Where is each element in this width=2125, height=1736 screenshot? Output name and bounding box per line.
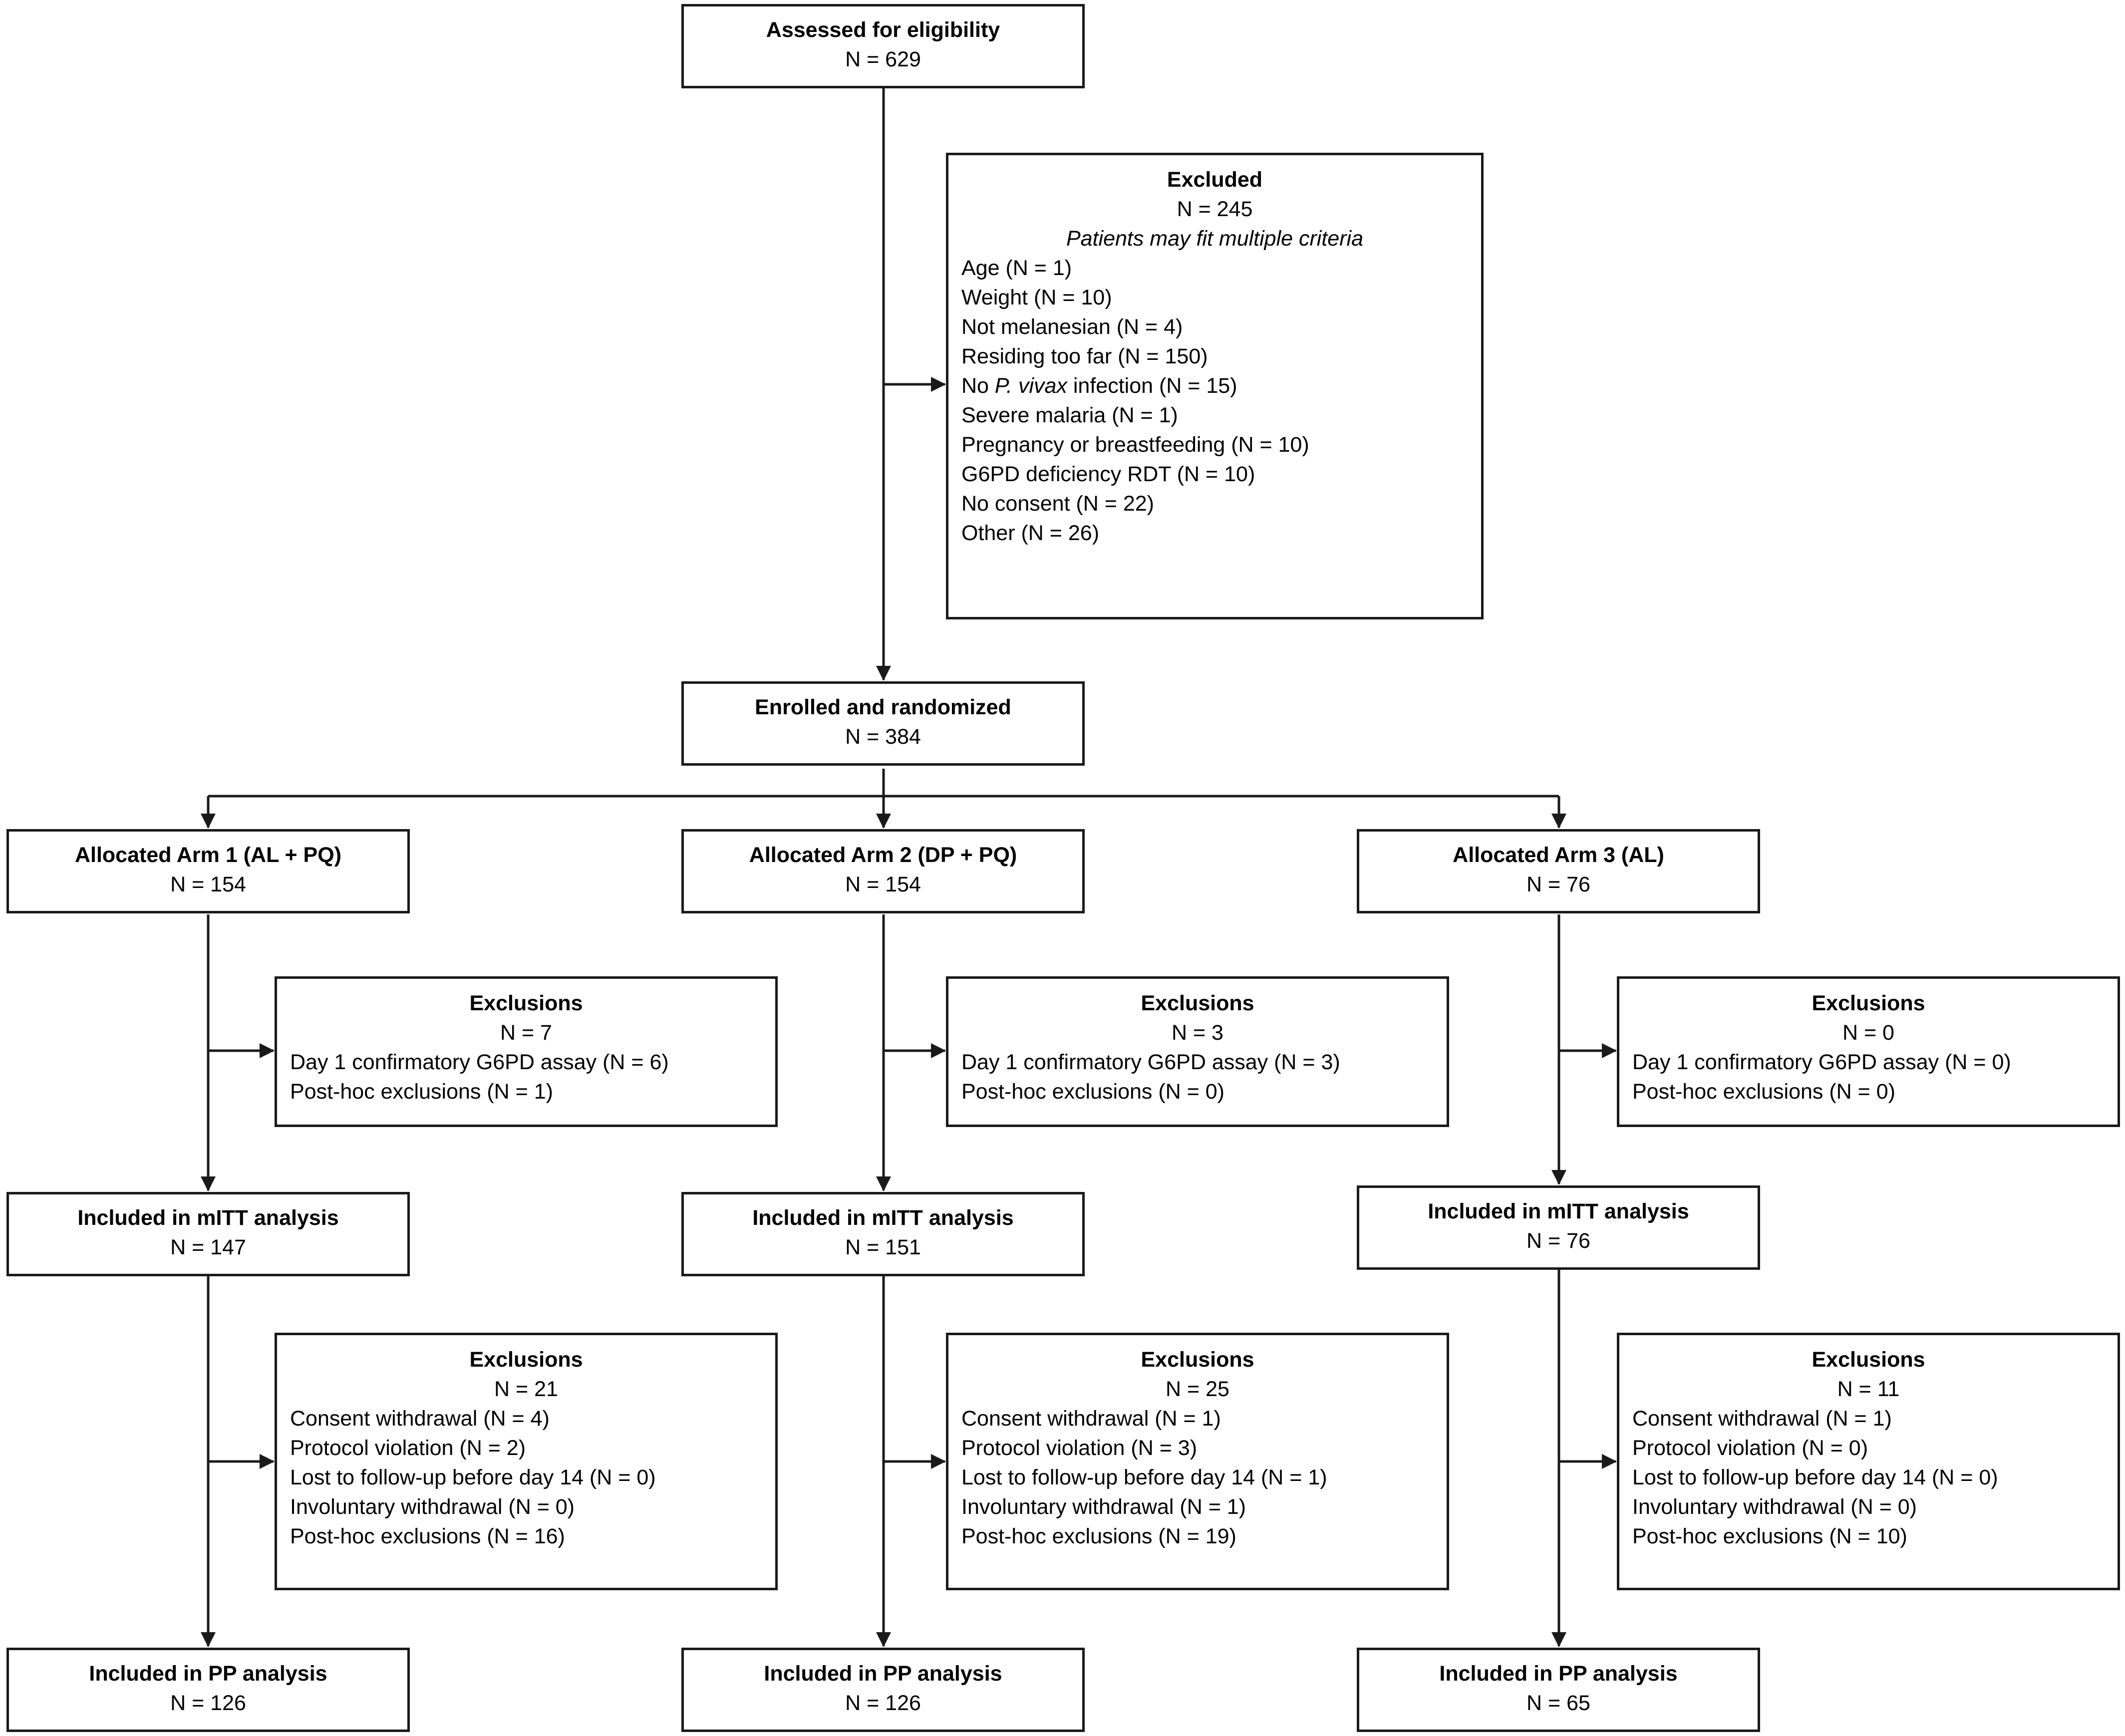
arm3-exclusions2-item: Protocol violation (N = 0) [1632, 1436, 1868, 1460]
arm2-exclusions1-title: Exclusions [1141, 991, 1254, 1015]
arm3-exclusions1-count: N = 0 [1842, 1021, 1894, 1045]
arm2-pp-title: Included in PP analysis [764, 1662, 1002, 1686]
arm3-exclusions1-item: Day 1 confirmatory G6PD assay (N = 0) [1632, 1050, 2011, 1074]
arm1-exclusions1-item: Post-hoc exclusions (N = 1) [290, 1080, 553, 1104]
arm3-exclusions2-count: N = 11 [1837, 1377, 1900, 1401]
arm2-exclusions2-box: Exclusions N = 25 Consent withdrawal (N … [946, 1333, 1449, 1590]
excluded-item: Weight (N = 10) [961, 286, 1112, 309]
arm2-allocated-title: Allocated Arm 2 (DP + PQ) [749, 843, 1017, 867]
arm2-mitt-box: Included in mITT analysis N = 151 [681, 1192, 1085, 1276]
arm2-exclusions2-item: Protocol violation (N = 3) [961, 1436, 1198, 1460]
excluded-item-suffix: infection (N = 15) [1067, 374, 1237, 398]
enrolled-title: Enrolled and randomized [755, 695, 1011, 719]
arm2-exclusions2-count: N = 25 [1166, 1377, 1229, 1401]
arm1-exclusions2-item: Post-hoc exclusions (N = 16) [290, 1524, 565, 1548]
arm2-exclusions2-item: Post-hoc exclusions (N = 19) [961, 1524, 1236, 1548]
arm3-pp-title: Included in PP analysis [1439, 1662, 1678, 1686]
arm1-mitt-title: Included in mITT analysis [77, 1206, 339, 1230]
excluded-item-prefix: No [961, 374, 995, 398]
arm1-exclusions2-item: Consent withdrawal (N = 4) [290, 1407, 550, 1431]
arm3-exclusions1-item: Post-hoc exclusions (N = 0) [1632, 1080, 1895, 1104]
assessed-title: Assessed for eligibility [766, 18, 1000, 42]
arm2-exclusions2-title: Exclusions [1141, 1348, 1254, 1372]
arm2-exclusions2-item: Lost to follow-up before day 14 (N = 1) [961, 1465, 1327, 1489]
arm2-exclusions2-item: Consent withdrawal (N = 1) [961, 1407, 1221, 1431]
arm3-exclusions2-item: Involuntary withdrawal (N = 0) [1632, 1495, 1917, 1519]
excluded-item: Age (N = 1) [961, 256, 1072, 280]
arm2-exclusions1-item: Day 1 confirmatory G6PD assay (N = 3) [961, 1050, 1340, 1074]
arm3-allocated-title: Allocated Arm 3 (AL) [1453, 843, 1664, 867]
arm1-allocated-count: N = 154 [170, 872, 246, 896]
arm3-mitt-box: Included in mITT analysis N = 76 [1357, 1185, 1760, 1270]
excluded-item: Severe malaria (N = 1) [961, 403, 1178, 427]
arm3-allocated-count: N = 76 [1526, 872, 1590, 896]
arm1-allocated-box: Allocated Arm 1 (AL + PQ) N = 154 [6, 829, 410, 913]
enrolled-box: Enrolled and randomized N = 384 [681, 681, 1085, 766]
arm2-pp-box: Included in PP analysis N = 126 [681, 1648, 1085, 1732]
enrolled-count: N = 384 [845, 725, 921, 749]
excluded-item: G6PD deficiency RDT (N = 10) [961, 462, 1255, 486]
arm1-exclusions1-box: Exclusions N = 7 Day 1 confirmatory G6PD… [275, 976, 778, 1127]
arm1-exclusions2-title: Exclusions [469, 1348, 583, 1372]
arm3-exclusions2-item: Consent withdrawal (N = 1) [1632, 1407, 1892, 1431]
excluded-item: Other (N = 26) [961, 521, 1100, 545]
arm2-pp-count: N = 126 [845, 1691, 921, 1715]
arm2-exclusions1-count: N = 3 [1172, 1021, 1223, 1045]
arm3-exclusions1-title: Exclusions [1812, 991, 1925, 1015]
arm3-exclusions2-title: Exclusions [1812, 1348, 1925, 1372]
excluded-item: Pregnancy or breastfeeding (N = 10) [961, 433, 1309, 457]
arm3-exclusions2-item: Lost to follow-up before day 14 (N = 0) [1632, 1465, 1998, 1489]
arm1-exclusions1-title: Exclusions [469, 991, 583, 1015]
arm2-mitt-title: Included in mITT analysis [752, 1206, 1014, 1230]
excluded-note: Patients may fit multiple criteria [1066, 227, 1364, 251]
arm3-exclusions2-item: Post-hoc exclusions (N = 10) [1632, 1524, 1907, 1548]
arm3-mitt-count: N = 76 [1526, 1229, 1590, 1253]
arm3-pp-count: N = 65 [1526, 1691, 1590, 1715]
arm2-exclusions1-box: Exclusions N = 3 Day 1 confirmatory G6PD… [946, 976, 1449, 1127]
arm1-pp-count: N = 126 [170, 1691, 246, 1715]
arm2-mitt-count: N = 151 [845, 1235, 921, 1259]
arm1-pp-title: Included in PP analysis [89, 1662, 327, 1686]
arm1-pp-box: Included in PP analysis N = 126 [6, 1648, 410, 1732]
species-name: P. vivax [994, 374, 1067, 398]
arm3-exclusions2-box: Exclusions N = 11 Consent withdrawal (N … [1617, 1333, 2120, 1590]
arm1-exclusions2-item: Lost to follow-up before day 14 (N = 0) [290, 1465, 656, 1489]
arm1-exclusions2-item: Protocol violation (N = 2) [290, 1436, 526, 1460]
arm3-pp-box: Included in PP analysis N = 65 [1357, 1648, 1760, 1732]
excluded-box: Excluded N = 245 Patients may fit multip… [946, 153, 1484, 619]
excluded-count: N = 245 [1177, 197, 1253, 221]
arm2-exclusions1-item: Post-hoc exclusions (N = 0) [961, 1080, 1224, 1104]
excluded-item: Residing too far (N = 150) [961, 344, 1208, 368]
excluded-item: No consent (N = 22) [961, 492, 1154, 516]
arm1-exclusions2-item: Involuntary withdrawal (N = 0) [290, 1495, 575, 1519]
arm2-allocated-box: Allocated Arm 2 (DP + PQ) N = 154 [681, 829, 1085, 913]
excluded-item: Not melanesian (N = 4) [961, 315, 1183, 339]
arm3-allocated-box: Allocated Arm 3 (AL) N = 76 [1357, 829, 1760, 913]
excluded-title: Excluded [1167, 168, 1263, 192]
arm1-exclusions2-box: Exclusions N = 21 Consent withdrawal (N … [275, 1333, 778, 1590]
arm1-exclusions1-item: Day 1 confirmatory G6PD assay (N = 6) [290, 1050, 669, 1074]
assessed-box: Assessed for eligibility N = 629 [681, 4, 1085, 88]
arm2-exclusions2-item: Involuntary withdrawal (N = 1) [961, 1495, 1246, 1519]
arm1-exclusions1-count: N = 7 [500, 1021, 552, 1045]
excluded-item: No P. vivax infection (N = 15) [961, 371, 1481, 401]
arm1-allocated-title: Allocated Arm 1 (AL + PQ) [74, 843, 342, 867]
arm1-exclusions2-count: N = 21 [494, 1377, 558, 1401]
arm3-exclusions1-box: Exclusions N = 0 Day 1 confirmatory G6PD… [1617, 976, 2120, 1127]
arm3-mitt-title: Included in mITT analysis [1428, 1199, 1689, 1223]
assessed-count: N = 629 [845, 47, 921, 71]
arm2-allocated-count: N = 154 [845, 872, 921, 896]
arm1-mitt-count: N = 147 [170, 1235, 246, 1259]
arm1-mitt-box: Included in mITT analysis N = 147 [6, 1192, 410, 1276]
